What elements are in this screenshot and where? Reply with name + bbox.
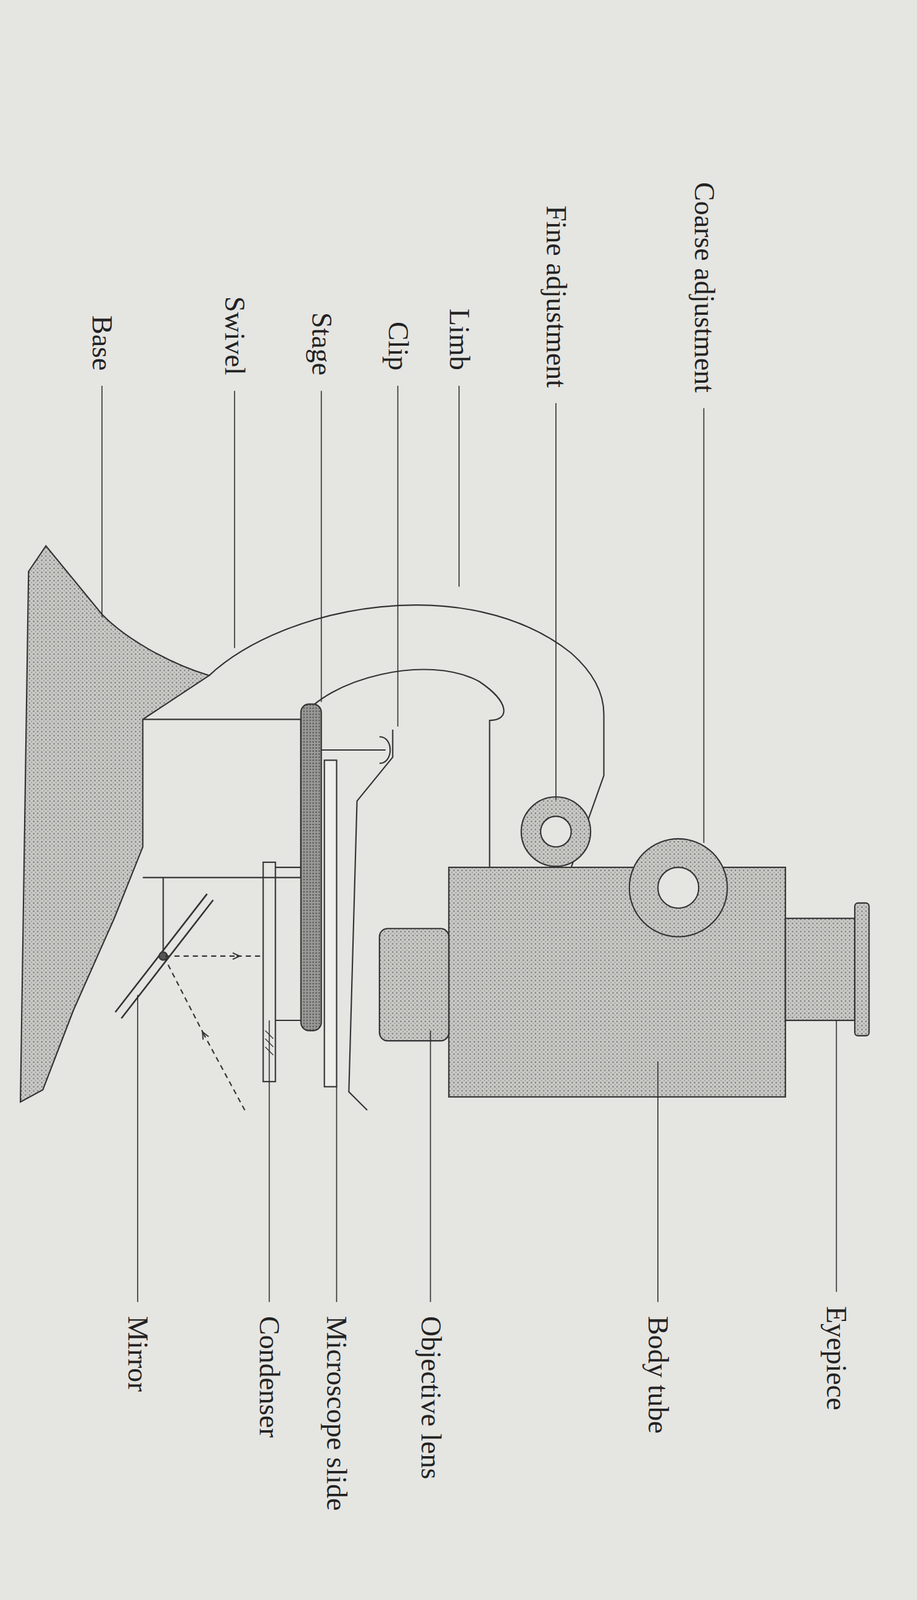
part-label: Fine adjustment [540,205,573,388]
part-label: Swivel [219,296,251,376]
part-label: Eyepiece [820,1305,853,1411]
leader-line [657,1060,659,1302]
part-label: Coarse adjustment [688,182,720,393]
swivel-arm [162,877,164,951]
leader-line [320,390,323,702]
clip-spring [348,729,393,1111]
leader-line [269,1020,271,1302]
coarse-knob-hole [657,867,699,908]
leader-line [430,1030,432,1303]
light-ray [165,955,237,957]
leader-line [101,385,103,618]
part-label: Stage [305,312,337,376]
leader-line [397,385,399,727]
leader-line [136,994,139,1303]
objective-lens [379,928,449,1041]
limb-outer [209,604,605,868]
coarse-knob [629,838,728,937]
leader-line [703,407,705,843]
light-ray [204,1034,245,1110]
fine-knob [521,796,591,866]
part-label: Base [86,315,118,371]
leader-lines [101,385,837,1302]
leader-line [555,402,557,800]
leader-line [458,385,460,587]
fine-knob-hole [540,815,572,847]
slide [324,760,337,1087]
light-ray [236,955,262,957]
part-label: Clip [381,321,414,371]
condenser-mount [275,867,301,1021]
clip-post [321,736,391,764]
microscope-parts [20,545,869,1110]
eyepiece [785,918,855,1021]
part-label: Objective lens [414,1315,447,1479]
light-ray [165,958,205,1035]
part-label: Limb [443,308,476,371]
pillar-block [142,718,301,877]
leader-line [233,390,236,648]
part-label: Condenser [253,1315,286,1438]
mirror [115,893,214,1019]
leader-line [336,1086,338,1302]
stage [301,704,322,1031]
part-label: Mirror [122,1315,154,1392]
eyepiece-rim [854,902,869,1036]
part-label: Body tube [642,1315,674,1433]
part-label: Microscope slide [320,1315,353,1511]
body-tube [448,867,785,1097]
base-shape [20,545,210,1102]
leader-line [836,1020,838,1292]
